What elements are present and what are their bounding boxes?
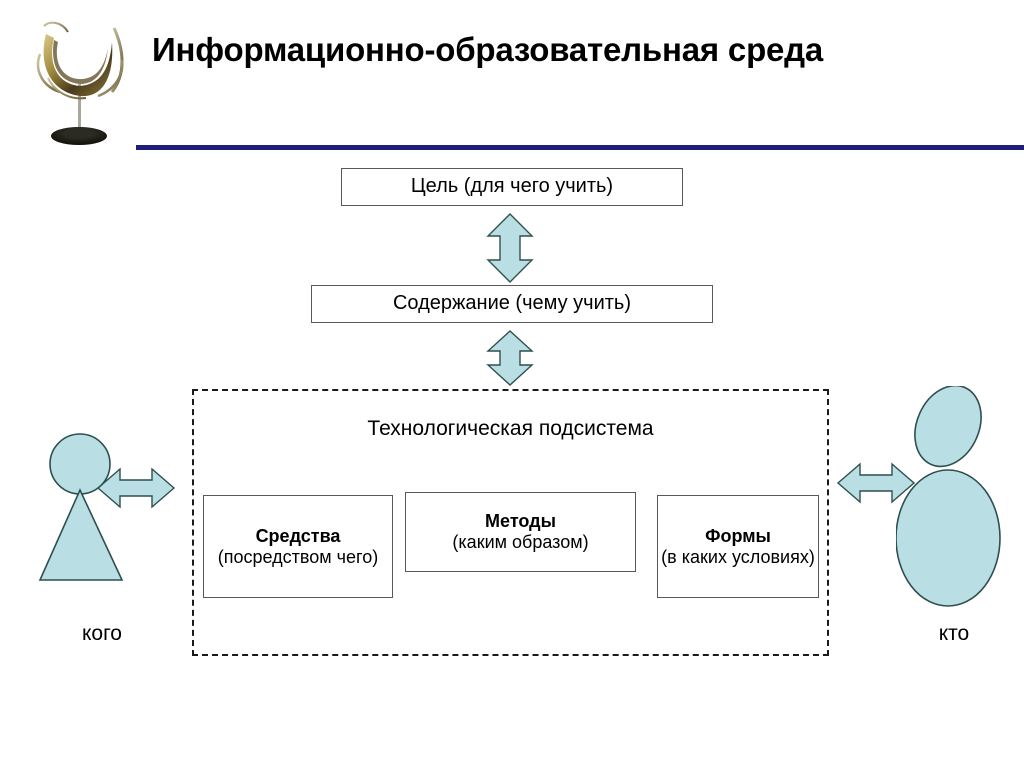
node-tech-subsystem[interactable] bbox=[192, 389, 829, 656]
node-methods-title: Методы bbox=[485, 511, 556, 532]
node-forms-subtitle: (в каких условиях) bbox=[661, 546, 815, 567]
page-title: Информационно-образовательная среда bbox=[152, 31, 824, 68]
node-forms[interactable]: Формы (в каких условиях) bbox=[657, 495, 819, 598]
node-goal[interactable]: Цель (для чего учить) bbox=[341, 168, 683, 206]
node-methods[interactable]: Методы (каким образом) bbox=[405, 492, 636, 572]
node-methods-subtitle: (каким образом) bbox=[452, 532, 589, 552]
sculpture-logo-icon bbox=[28, 12, 132, 152]
node-content-label: Содержание (чему учить) bbox=[392, 292, 631, 315]
person-learner-icon bbox=[38, 432, 166, 600]
person-learner-label: кого bbox=[82, 622, 122, 645]
person-teacher-label: кто bbox=[938, 622, 970, 645]
node-forms-title: Формы bbox=[705, 525, 771, 546]
arrow-content-tech bbox=[484, 329, 536, 387]
node-content[interactable]: Содержание (чему учить) bbox=[311, 285, 713, 323]
arrow-learner-tech bbox=[96, 465, 176, 511]
arrow-goal-content bbox=[484, 212, 536, 284]
node-means-title: Средства bbox=[255, 525, 341, 546]
node-goal-label: Цель (для чего учить) bbox=[410, 175, 614, 198]
arrow-tech-teacher bbox=[836, 460, 916, 506]
title-divider bbox=[136, 145, 1024, 150]
person-teacher-icon bbox=[895, 384, 1024, 608]
node-means[interactable]: Средства (посредством чего) bbox=[203, 495, 393, 598]
node-tech-subsystem-label: Технологическая подсистема bbox=[367, 417, 654, 440]
node-means-subtitle: (посредством чего) bbox=[217, 546, 379, 567]
